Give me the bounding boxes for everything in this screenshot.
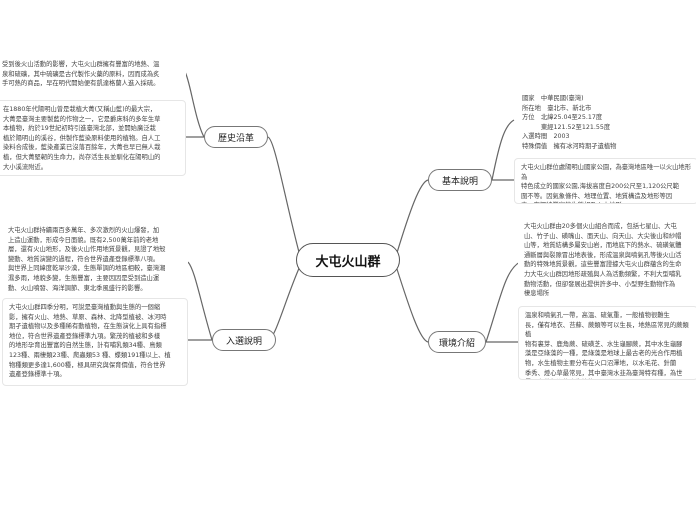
note-history-2: 在1880年代陽明山曾是栽植大菁(又稱山藍)的最大宗， 大菁是臺灣主要製藍的作物… xyxy=(0,100,186,176)
note-basic-1: 國家 中華民國(臺灣) 所在地 臺北市、新北市 方位 北緯25.04至25.17… xyxy=(516,90,696,152)
connector-guide xyxy=(267,265,301,341)
note-env-1: 大屯火山群由20多個火山組合而成，包括七星山、大屯 山、竹子山、磺嘴山、面天山、… xyxy=(518,218,696,304)
connector-guide-note1 xyxy=(187,261,213,341)
connector-history xyxy=(267,136,301,257)
note-guide-2: 大屯火山群四季分明，可說是臺灣植動與生態的一個縮 影，擁有火山、地熱、草原、森林… xyxy=(2,298,188,386)
note-history-1: 受到後火山活動的影響，大屯火山群擁有豐富的地熱、溫 泉和硫礦，其中硫礦是古代製作… xyxy=(0,56,186,90)
note-guide-1: 大屯火山群持續兩百多萬年、多次激烈的火山爆發，加 上造山運動，形成今日面貌。既有… xyxy=(2,222,188,298)
topic-env[interactable]: 環境介紹 xyxy=(428,331,486,353)
topic-guide[interactable]: 入選說明 xyxy=(212,329,276,351)
topic-history[interactable]: 歷史沿革 xyxy=(204,126,268,148)
note-env-2: 溫泉和噴氣孔一帶，高溫、硫氣重，一般植物很難生 長，僅有地衣、苔蘚、蕨類等可以生… xyxy=(518,306,696,380)
connector-basic-note1 xyxy=(491,119,515,181)
topic-basic[interactable]: 基本說明 xyxy=(428,169,492,191)
central-topic[interactable]: 大屯火山群 xyxy=(296,243,400,277)
connector-env-note1 xyxy=(485,261,521,343)
connector-history-note1 xyxy=(184,71,205,138)
connector-basic xyxy=(395,179,429,257)
connector-env xyxy=(395,265,429,343)
note-basic-2: 大屯火山群位處陽明山國家公園，為臺灣地區唯一以火山地形為 特色成立的國家公園,海… xyxy=(514,158,696,204)
